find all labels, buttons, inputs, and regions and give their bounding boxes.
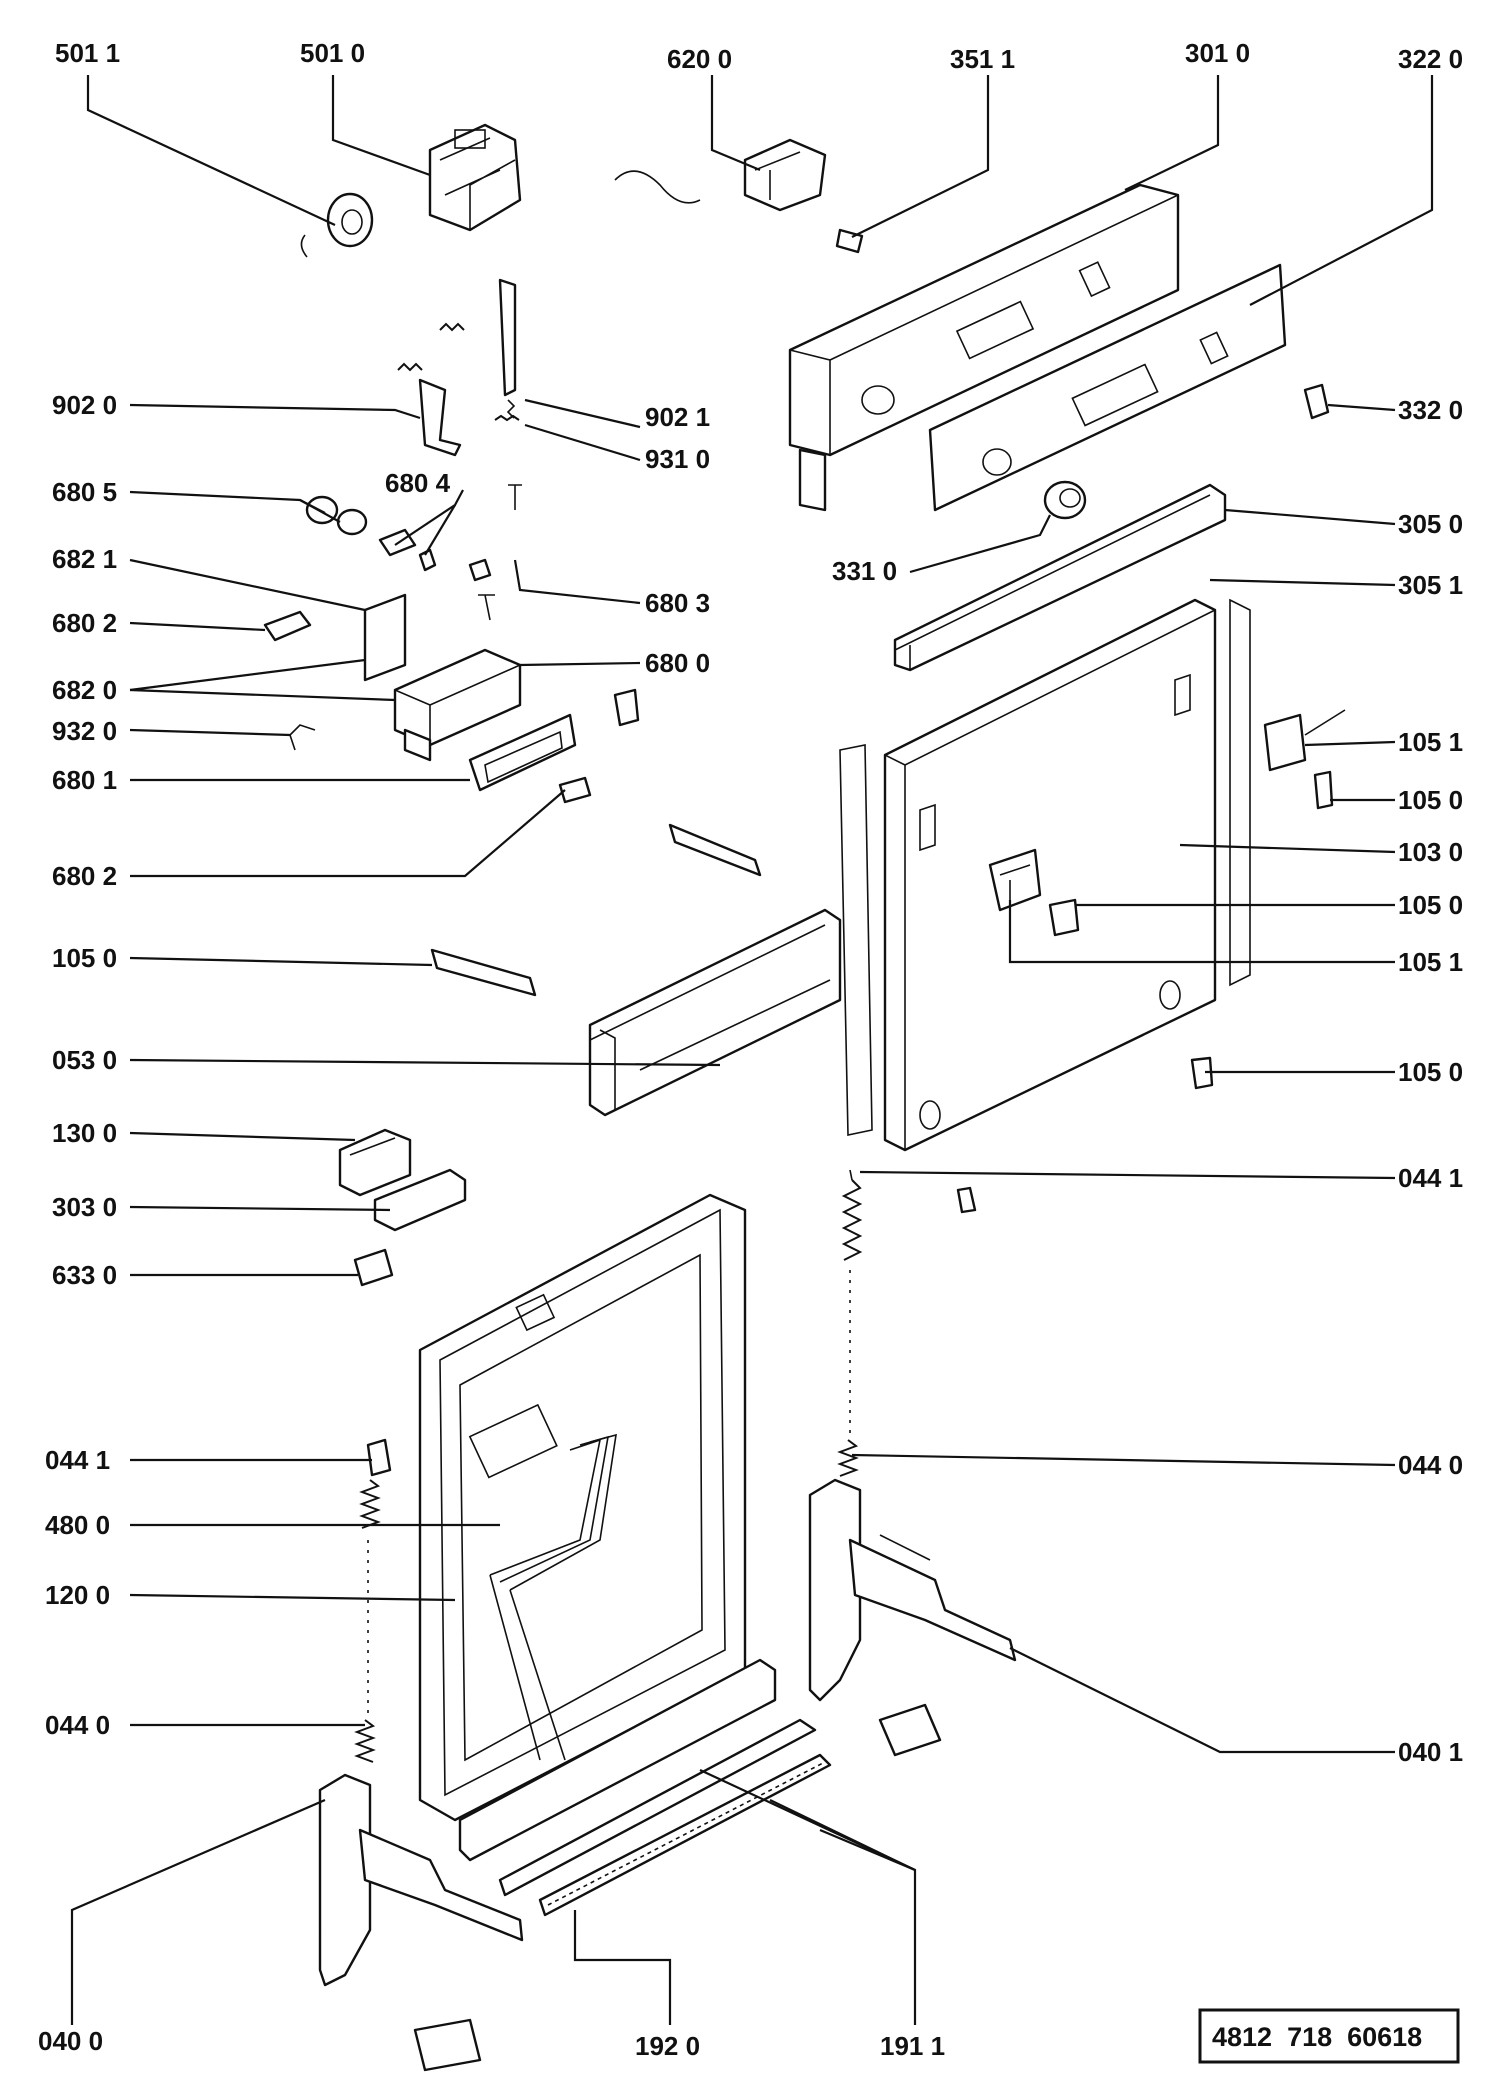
- label-105-1-mid: 105 1: [1398, 947, 1463, 977]
- label-902-0: 902 0: [52, 390, 117, 420]
- part-044-1-spring-right: [841, 1169, 977, 1261]
- part-680-1-frame: [468, 713, 577, 792]
- label-322-0: 322 0: [1398, 44, 1463, 74]
- label-044-1-right: 044 1: [1398, 1163, 1463, 1193]
- part-labels: 501 1 501 0 620 0 351 1 301 0 322 0 902 …: [38, 38, 1463, 2061]
- label-680-4: 680 4: [385, 468, 451, 498]
- part-192-0-rail: [547, 1761, 826, 1906]
- label-633-0: 633 0: [52, 1260, 117, 1290]
- part-040-0-hinge: [318, 1773, 524, 1987]
- label-120-0: 120 0: [45, 1580, 110, 1610]
- part-305-0-strip: [893, 483, 1227, 672]
- part-680-2-lever: [263, 610, 312, 642]
- drawing-code-box: 4812 718 60618: [1198, 2008, 1460, 2064]
- part-322-0-cover: [928, 263, 1287, 512]
- label-680-2-bottom: 680 2: [52, 861, 117, 891]
- label-044-1-left: 044 1: [45, 1445, 110, 1475]
- part-120-0-door-frame: [418, 1193, 747, 1822]
- part-044-1-spring-left: [359, 1438, 392, 1529]
- part-105-0-clip-c: [1190, 1056, 1214, 1090]
- label-053-0: 053 0: [52, 1045, 117, 1075]
- part-053-0-handle: [588, 908, 842, 1117]
- part-633-0-clip: [353, 1248, 394, 1287]
- label-680-0: 680 0: [645, 648, 710, 678]
- label-480-0: 480 0: [45, 1510, 110, 1540]
- label-332-0: 332 0: [1398, 395, 1463, 425]
- part-strip-upper: [668, 823, 762, 877]
- label-105-0-bottom: 105 0: [1398, 1057, 1463, 1087]
- label-130-0: 130 0: [52, 1118, 117, 1148]
- part-680-5-rings: [305, 495, 368, 536]
- label-331-0: 331 0: [832, 556, 897, 586]
- part-620-0-bracket: [614, 138, 827, 212]
- part-105-0-strip: [430, 948, 537, 997]
- part-932-0-wireclip: [289, 724, 316, 751]
- part-331-0-button: [1043, 480, 1087, 520]
- part-303-0-bracket: [373, 1168, 467, 1232]
- part-501-1-knob: [300, 192, 374, 258]
- label-680-1: 680 1: [52, 765, 117, 795]
- part-clip-center: [613, 688, 640, 727]
- label-501-0: 501 0: [300, 38, 365, 68]
- label-040-1: 040 1: [1398, 1737, 1463, 1767]
- part-680-3-screw: [478, 484, 522, 621]
- label-044-0-left: 044 0: [45, 1710, 110, 1740]
- part-682-1-plate: [363, 593, 407, 682]
- part-680-0-housing: [393, 648, 522, 762]
- label-105-1-top: 105 1: [1398, 727, 1463, 757]
- part-044-0-spring-right: [837, 1439, 859, 1477]
- label-902-1: 902 1: [645, 402, 710, 432]
- label-305-1: 305 1: [1398, 570, 1463, 600]
- label-620-0: 620 0: [667, 44, 732, 74]
- label-301-0: 301 0: [1185, 38, 1250, 68]
- label-040-0: 040 0: [38, 2026, 103, 2056]
- label-191-1: 191 1: [880, 2031, 945, 2061]
- part-105-1-latch-right: [1263, 709, 1346, 772]
- leader-lines: [70, 75, 1434, 2025]
- part-clip-left-lower: [413, 2018, 482, 2072]
- part-105-0-clip-b: [1313, 770, 1334, 810]
- part-044-0-spring-left: [354, 1719, 376, 1763]
- drawing-code: 4812 718 60618: [1212, 2022, 1422, 2052]
- label-682-1: 682 1: [52, 544, 117, 574]
- label-351-1: 351 1: [950, 44, 1015, 74]
- label-501-1: 501 1: [55, 38, 120, 68]
- part-902-1-rod: [498, 278, 517, 419]
- label-105-0-mid: 105 0: [1398, 890, 1463, 920]
- label-682-0: 682 0: [52, 675, 117, 705]
- part-301-0-panel: [788, 183, 1180, 512]
- part-105-0-clip-a: [1048, 898, 1080, 937]
- part-130-0-lock: [338, 1128, 412, 1197]
- label-105-0-left: 105 0: [52, 943, 117, 973]
- label-303-0: 303 0: [52, 1192, 117, 1222]
- label-105-0-top: 105 0: [1398, 785, 1463, 815]
- label-103-0: 103 0: [1398, 837, 1463, 867]
- part-902-0-bracket: [397, 322, 465, 457]
- part-040-1-hinge: [808, 1478, 1017, 1702]
- label-932-0: 932 0: [52, 716, 117, 746]
- part-191-1-strips: [458, 1658, 832, 1917]
- part-332-0-clip: [1303, 383, 1330, 420]
- label-044-0-right: 044 0: [1398, 1450, 1463, 1480]
- label-680-3: 680 3: [645, 588, 710, 618]
- label-192-0: 192 0: [635, 2031, 700, 2061]
- label-305-0: 305 0: [1398, 509, 1463, 539]
- label-680-5: 680 5: [52, 477, 117, 507]
- part-480-0-ribbon: [489, 1433, 617, 1761]
- label-931-0: 931 0: [645, 444, 710, 474]
- part-clip-right-lower: [878, 1703, 942, 1757]
- part-103-0-door-panel: [839, 598, 1251, 1152]
- part-680-2-clip: [558, 776, 592, 804]
- part-501-0-switch: [428, 123, 522, 232]
- label-680-2-top: 680 2: [52, 608, 117, 638]
- part-931-0-spring: [494, 414, 520, 422]
- part-105-1-latch: [988, 848, 1042, 912]
